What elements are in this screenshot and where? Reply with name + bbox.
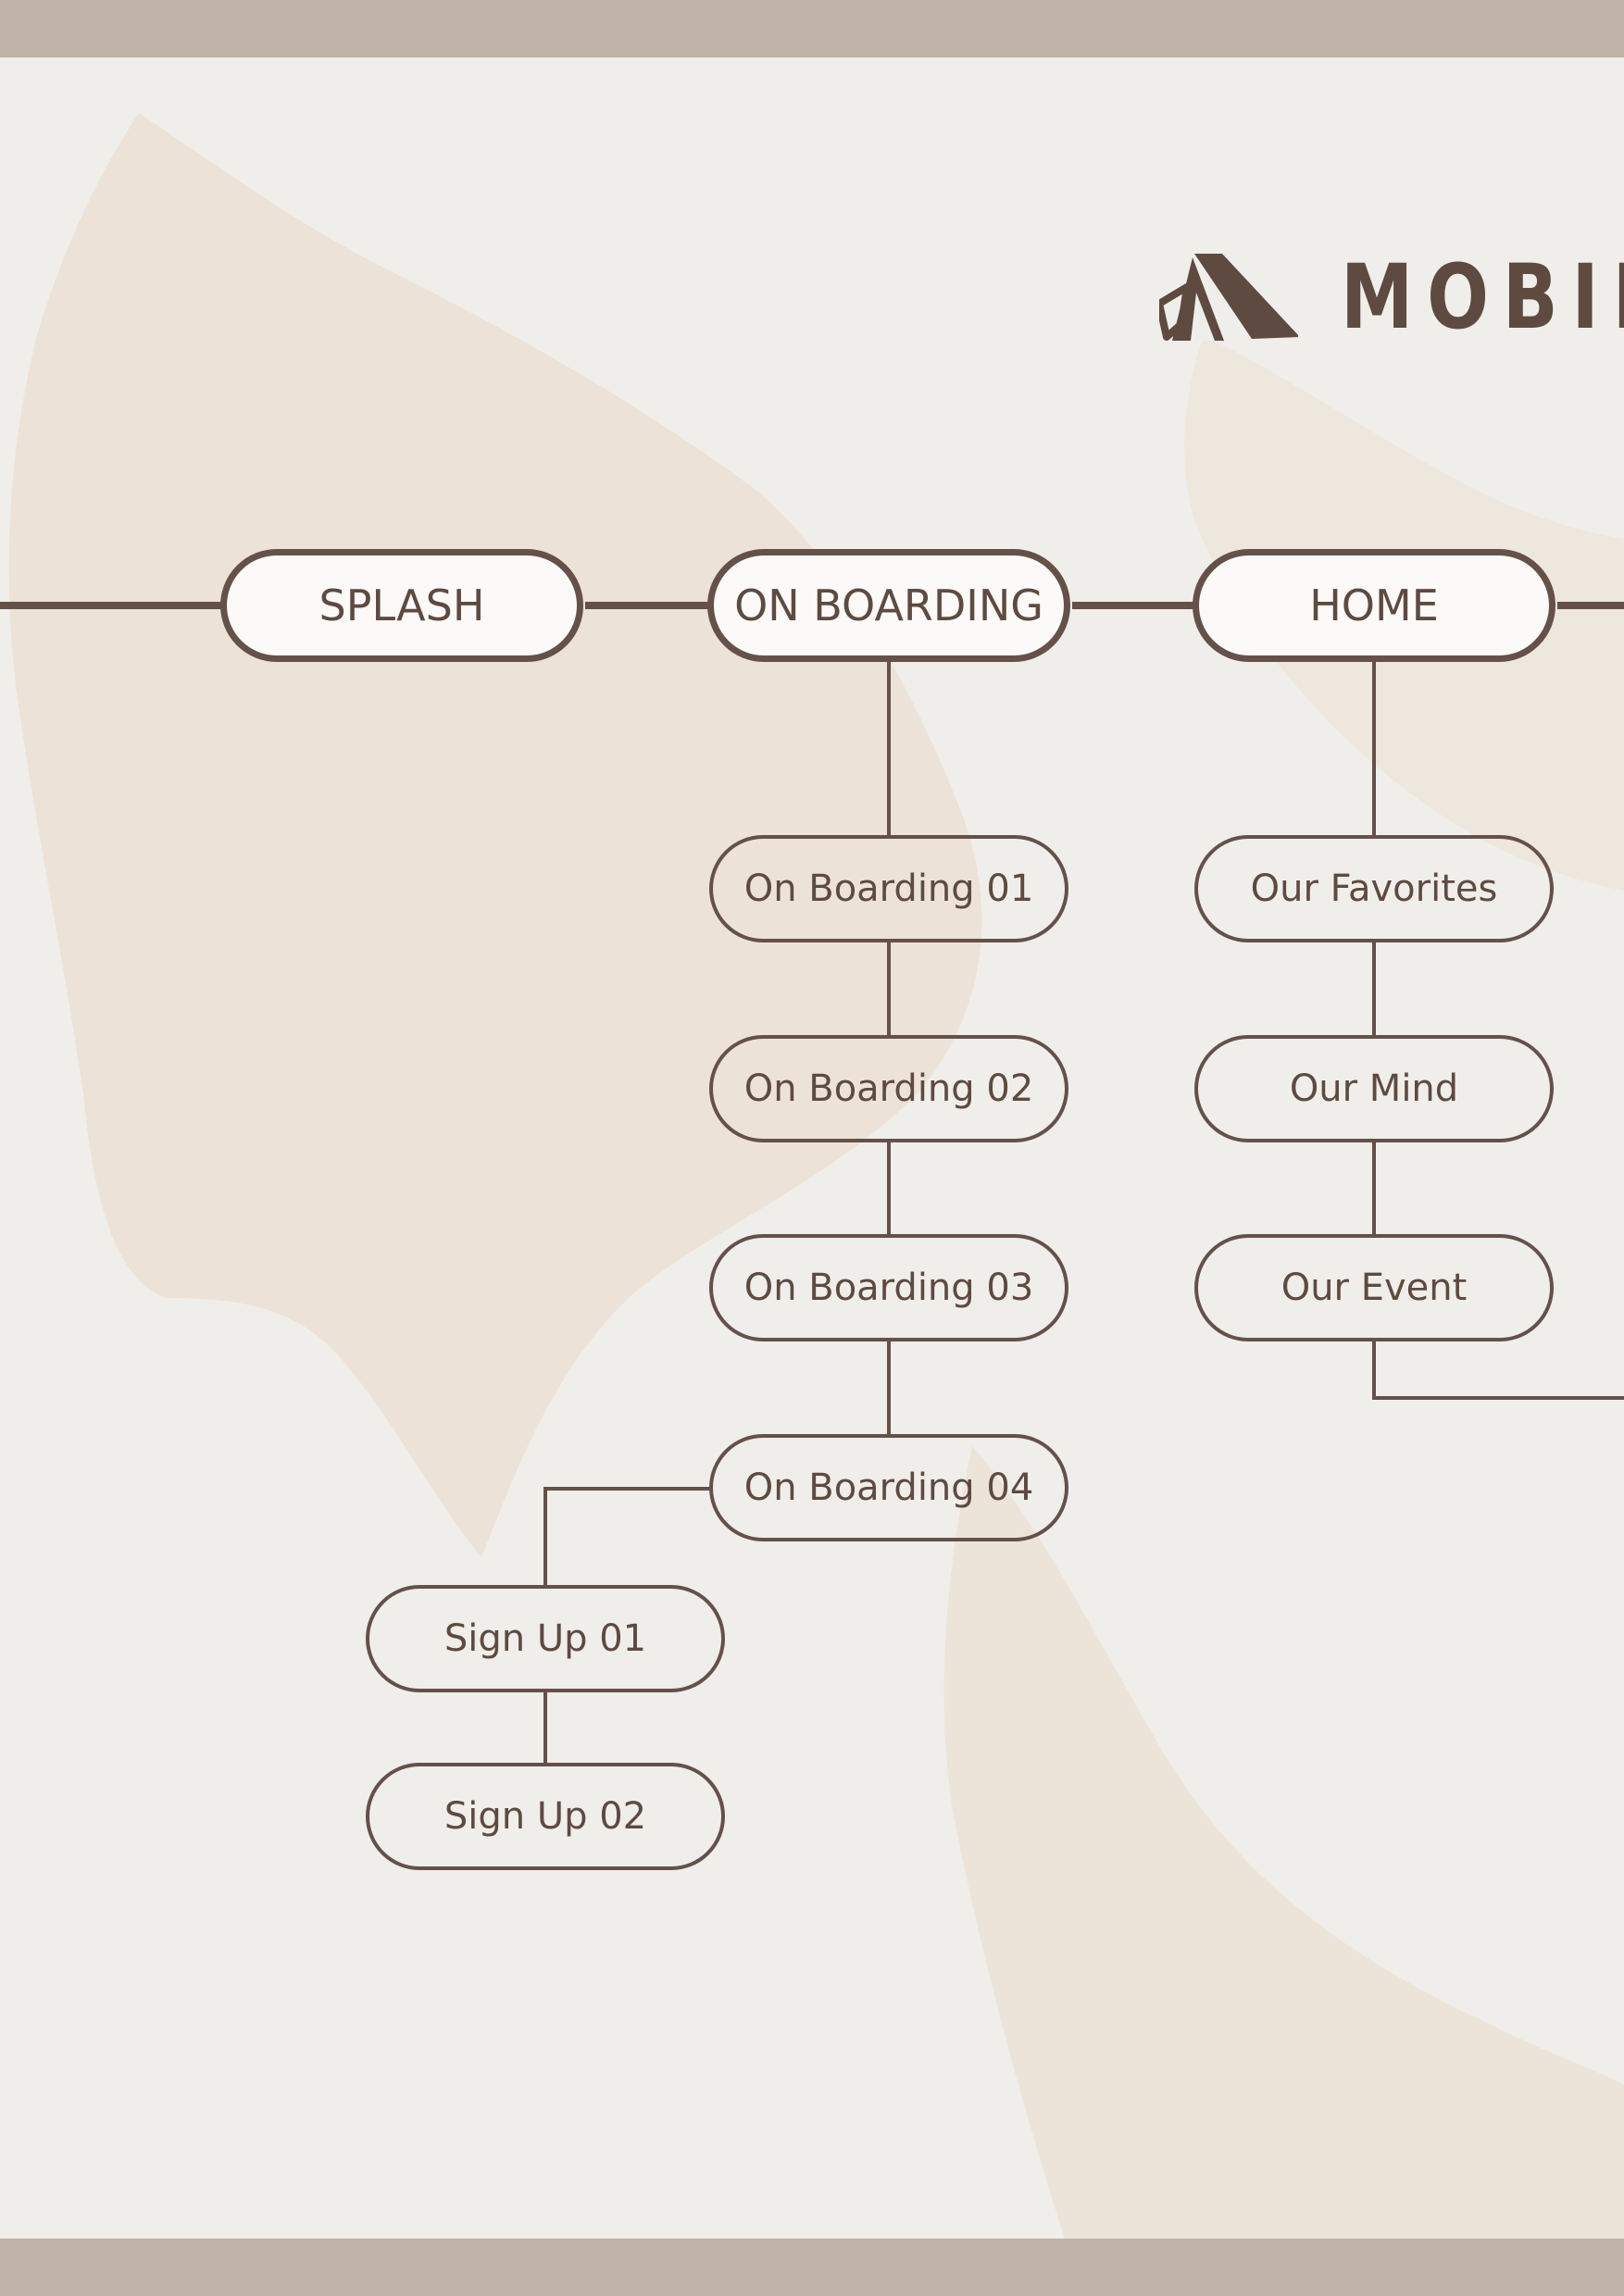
node-on-boarding: ON BOARDING xyxy=(707,549,1070,662)
node-home: HOME xyxy=(1193,549,1555,662)
logo-text: MOBIL xyxy=(1341,245,1624,349)
node-sign-up-02: Sign Up 02 xyxy=(366,1763,725,1870)
tent-mountain-icon xyxy=(1159,254,1298,341)
node-our-event: Our Event xyxy=(1194,1234,1554,1341)
node-on-boarding-03: On Boarding 03 xyxy=(709,1234,1068,1341)
paper-background xyxy=(0,57,1624,2239)
node-on-boarding-04: On Boarding 04 xyxy=(709,1434,1068,1541)
node-sign-up-01: Sign Up 01 xyxy=(366,1585,725,1692)
bottom-band xyxy=(0,2239,1624,2296)
node-our-favorites: Our Favorites xyxy=(1194,835,1554,942)
node-our-mind: Our Mind xyxy=(1194,1035,1554,1142)
node-on-boarding-02: On Boarding 02 xyxy=(709,1035,1068,1142)
node-on-boarding-01: On Boarding 01 xyxy=(709,835,1068,942)
node-splash: SPLASH xyxy=(220,549,583,662)
top-band xyxy=(0,0,1624,57)
